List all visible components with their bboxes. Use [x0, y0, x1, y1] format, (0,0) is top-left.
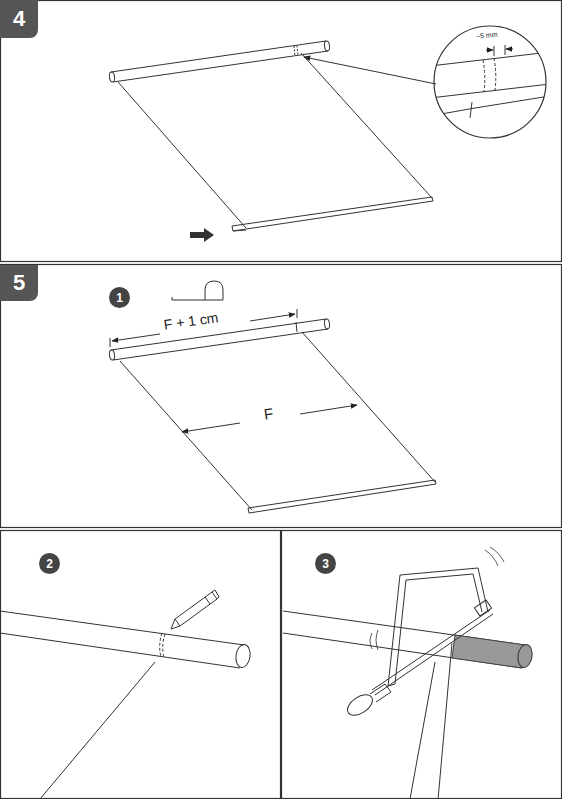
dimension-label: F [261, 405, 276, 423]
step-text: 3 [322, 557, 329, 571]
step-number: 4 [0, 0, 38, 38]
callout-number: 1 [109, 287, 130, 308]
step-text: 5 [13, 270, 25, 296]
step-text: 4 [13, 6, 25, 32]
dimension-label: ~5 mm [474, 30, 500, 40]
step-text: 2 [46, 557, 53, 571]
step-number: 5 [0, 265, 38, 301]
callout-number: 2 [39, 553, 60, 574]
dimension-label: F + 1 cm [161, 310, 221, 333]
step-text: 1 [116, 291, 123, 305]
callout-number: 3 [315, 553, 336, 574]
